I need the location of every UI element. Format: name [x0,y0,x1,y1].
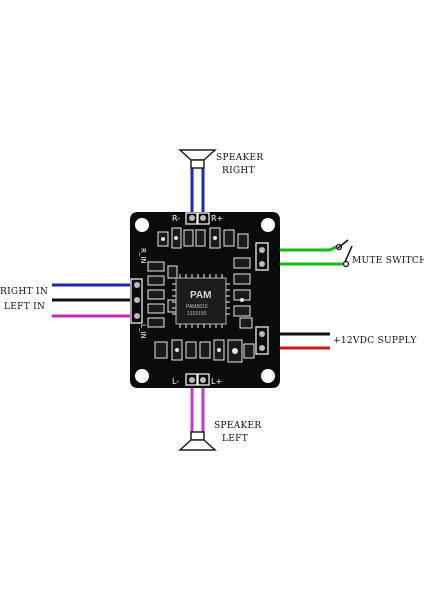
chip-code: 1315150 [187,311,207,317]
speaker-right-label-line2: RIGHT [222,166,255,176]
power-terminals [255,326,269,355]
chip-model: PAM8610 [186,304,208,310]
speaker-left-label-line1: SPEAKER [214,421,262,431]
speaker-left-wires [190,380,205,436]
label-l-in: L_IN [139,324,147,339]
speaker-left-icon [178,431,217,451]
label-r-minus: R- [172,214,180,223]
label-r-in: R_IN [139,248,147,264]
amplifier-board: PAM PAM8610 1315150 R- R+ L- L+ R_IN L_I… [130,212,280,388]
speaker-right-label-line1: SPEAKER [216,153,264,163]
left-in-label: LEFT IN [4,302,46,312]
mounting-hole-icon [135,218,149,232]
supply-label: +12VDC SUPPLY [333,336,417,346]
speaker-left-label-line2: LEFT [222,434,248,444]
speaker-right-wires [190,165,205,218]
mute-switch-icon [335,239,353,268]
mounting-hole-icon [135,369,149,383]
amplifier-chip: PAM PAM8610 1315150 [172,274,230,328]
mute-switch-label: MUTE SWITCH [352,256,424,266]
component-dots [161,236,244,354]
speaker-right-terminals [185,212,210,225]
label-r-plus: R+ [211,214,223,223]
wire-mute-top [262,244,339,252]
mute-terminals [255,242,269,271]
label-l-plus: L+ [211,377,222,386]
audio-input-wires [52,283,136,318]
right-in-label: RIGHT IN [0,287,49,297]
speaker-right-icon [178,149,217,169]
mounting-hole-icon [261,218,275,232]
mounting-hole-icon [261,369,275,383]
chip-brand: PAM [190,290,211,301]
label-l-minus: L- [172,377,179,386]
speaker-left-terminals [185,373,210,386]
audio-input-terminals [130,278,143,324]
